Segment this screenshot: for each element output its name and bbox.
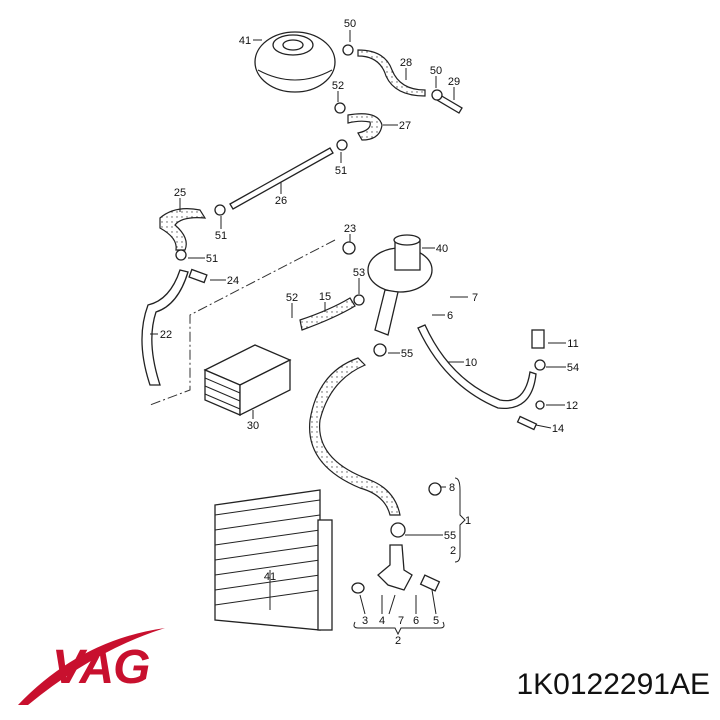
callout: 8: [449, 482, 455, 494]
callout: 22: [160, 329, 172, 341]
sensor-5: [419, 574, 441, 592]
callout: 55: [401, 348, 413, 360]
callout: 5: [433, 615, 439, 627]
callout: 29: [448, 76, 460, 88]
callout: 51: [335, 165, 347, 177]
pipe-10: [417, 324, 537, 410]
hose-27: [347, 113, 383, 141]
callout: 41: [239, 35, 251, 47]
thermostat-housing: [342, 234, 433, 336]
callout: 15: [319, 291, 331, 303]
callout: 52: [286, 292, 298, 304]
callout: 54: [567, 362, 579, 374]
callout: 6: [413, 615, 419, 627]
vag-logo-swoosh: [18, 628, 165, 705]
callout: 41: [264, 571, 276, 583]
callout: 2: [395, 635, 401, 647]
callout: 14: [552, 423, 564, 435]
oil-cooler: [203, 344, 292, 417]
callout: 2: [450, 545, 456, 557]
assembly-outline: [149, 239, 336, 406]
callout: 23: [344, 223, 356, 235]
callout: 50: [430, 65, 442, 77]
callout: 52: [332, 80, 344, 92]
hose-main: [309, 357, 401, 516]
sleeve-11: [531, 329, 545, 349]
callout: 10: [465, 357, 477, 369]
callout: 12: [566, 400, 578, 412]
bolt-24: [188, 268, 208, 284]
callout: 24: [227, 275, 239, 287]
hose-15: [299, 297, 356, 331]
callout: 28: [400, 57, 412, 69]
callout: 55: [444, 530, 456, 542]
vag-logo: VAG: [52, 641, 150, 694]
callout: 53: [353, 267, 365, 279]
part-number: 1K0122291AE: [516, 668, 710, 701]
leader-lines: [150, 30, 566, 636]
expansion-tank: [254, 31, 336, 93]
pipe-22: [141, 269, 189, 386]
callout: 26: [275, 195, 287, 207]
bolt-14: [516, 415, 538, 431]
callout: 4: [379, 615, 385, 627]
callout: 7: [472, 292, 478, 304]
callout: 50: [344, 18, 356, 30]
callout: 6: [447, 310, 453, 322]
callout: 7: [398, 615, 404, 627]
callout: 40: [436, 243, 448, 255]
flange-2: [377, 544, 413, 591]
callout-labels: 41 50 28 50 29 52 27 51 25 26 51 23 40 5…: [160, 18, 579, 647]
hose-28: [357, 49, 426, 97]
radiator: [214, 489, 333, 631]
callout: 1: [465, 515, 471, 527]
pipe-26: [229, 147, 334, 210]
callout: 51: [206, 253, 218, 265]
callout: 11: [567, 338, 578, 350]
callout: 30: [247, 420, 259, 432]
hose-25: [159, 208, 207, 251]
clamps: [175, 44, 546, 538]
o-ring-3: [351, 582, 365, 594]
callout: 3: [362, 615, 368, 627]
callout: 51: [215, 230, 227, 242]
callout: 27: [399, 120, 411, 132]
callout: 25: [174, 187, 186, 199]
